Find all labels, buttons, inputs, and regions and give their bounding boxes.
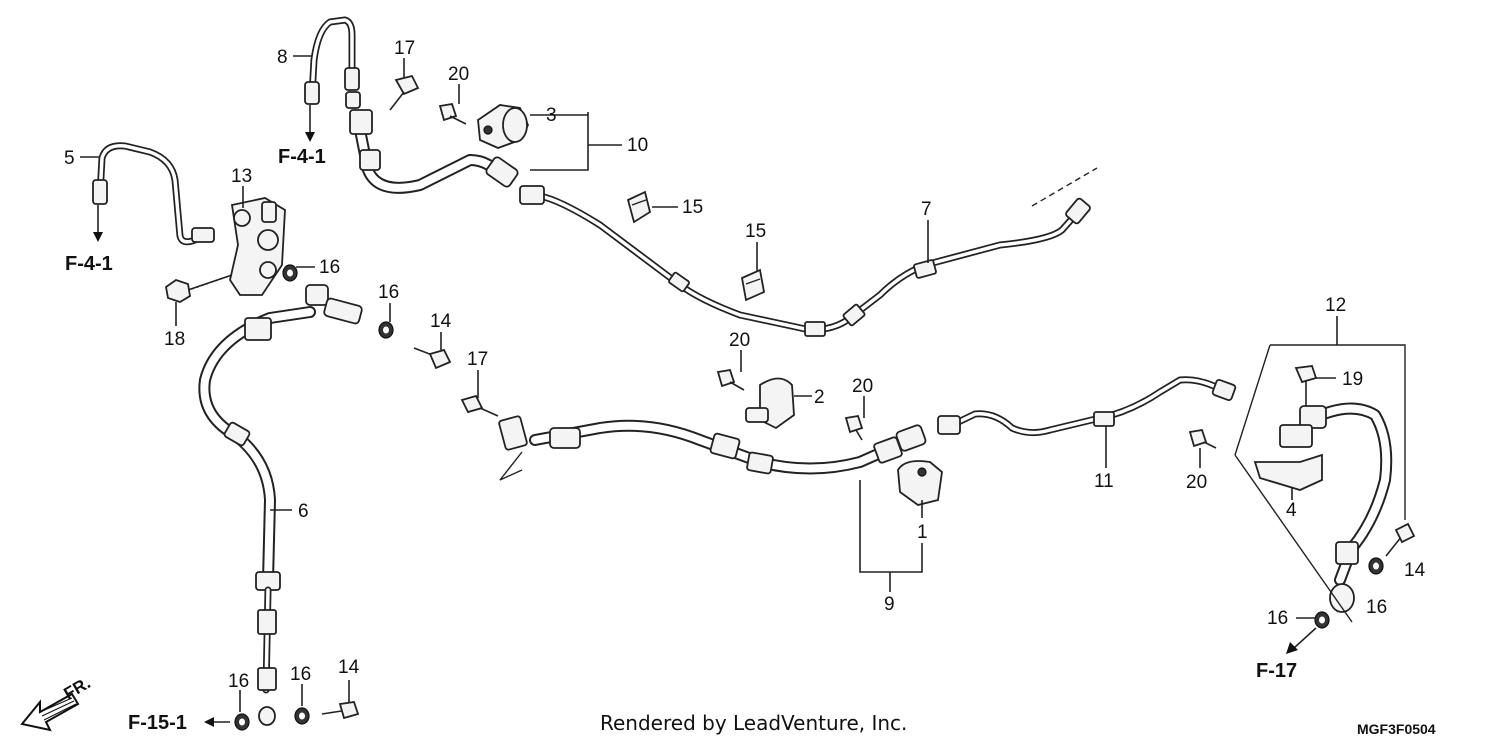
joint-3[interactable] [477,104,530,149]
washer-16b[interactable] [378,321,394,339]
bolt-18[interactable] [165,274,233,303]
part-label-14[interactable]: 14 [1404,560,1426,581]
diagram-code: MGF3F0504 [1357,721,1436,737]
part-label-16[interactable]: 16 [1366,597,1387,618]
render-credit: Rendered by LeadVenture, Inc. [600,711,907,735]
part-label-20[interactable]: 20 [729,330,750,351]
part-label-7[interactable]: 7 [921,199,932,220]
part-label-17[interactable]: 17 [394,38,415,59]
bolt-17-top[interactable] [389,74,420,111]
ref-f17[interactable]: F-17 [1256,660,1297,682]
bolt-17-middle[interactable] [460,394,499,417]
ref-f41-top[interactable]: F-4-1 [278,146,326,168]
bolt-14-bottom[interactable] [321,701,360,720]
brake-hose-6[interactable] [198,284,363,726]
brake-hose-9[interactable] [498,415,927,475]
bracket-4[interactable] [1253,424,1323,491]
part-label-20[interactable]: 20 [852,376,873,397]
part-label-18[interactable]: 18 [164,329,185,350]
bracket-outline-12 [1270,344,1406,520]
ref-f41-left[interactable]: F-4-1 [65,253,113,275]
part-label-12[interactable]: 12 [1325,295,1346,316]
part-label-8[interactable]: 8 [277,47,288,68]
bolt-20d[interactable] [1188,428,1217,449]
part-label-16[interactable]: 16 [1267,608,1288,629]
part-label-15[interactable]: 15 [745,221,766,242]
washer-16c[interactable] [234,713,250,731]
leader-lines [80,55,1338,712]
part-label-2[interactable]: 2 [814,387,825,408]
part-labels: 8 17 20 3 10 5 13 15 15 7 16 18 16 14 17… [64,38,1426,692]
part-label-14[interactable]: 14 [338,657,360,678]
bolt-14-middle[interactable] [413,347,452,370]
three-way-joint-13[interactable] [229,197,286,296]
part-label-10[interactable]: 10 [627,135,648,156]
clamp-1[interactable] [897,460,943,506]
figure-references: F-4-1 F-4-1 F-15-1 F-17 [65,146,1297,734]
part-label-3[interactable]: 3 [546,105,557,126]
part-label-20[interactable]: 20 [448,64,469,85]
part-label-16[interactable]: 16 [228,671,249,692]
part-label-17[interactable]: 17 [467,349,488,370]
part-label-6[interactable]: 6 [298,501,309,522]
reference-arrows [93,105,1317,727]
clamp-15b[interactable] [740,268,766,302]
clamp-2[interactable] [745,377,795,430]
part-label-4[interactable]: 4 [1286,500,1297,521]
bolt-20c[interactable] [844,414,864,441]
bolt-20a[interactable] [438,102,467,125]
washer-16d[interactable] [294,707,310,725]
brake-hose-10[interactable] [349,109,519,194]
brake-pipe-7[interactable] [519,185,1091,337]
brake-hose-12[interactable] [1299,402,1393,613]
part-label-5[interactable]: 5 [64,148,75,169]
brake-pipe-8[interactable] [304,16,361,109]
part-label-15[interactable]: 15 [682,197,703,218]
part-label-11[interactable]: 11 [1094,471,1114,492]
part-label-14[interactable]: 14 [430,311,452,332]
part-label-16[interactable]: 16 [290,664,311,685]
washer-16e[interactable] [1368,557,1384,575]
ref-f151[interactable]: F-15-1 [128,712,187,734]
part-label-20[interactable]: 20 [1186,472,1207,493]
bracket-outline-12b [1234,344,1271,456]
brake-pipe-11[interactable] [937,376,1237,437]
part-label-9[interactable]: 9 [884,594,895,615]
part-label-16[interactable]: 16 [378,282,399,303]
dashed-guide-hose-9 [499,451,523,481]
bolt-20b[interactable] [716,368,745,391]
bolt-19[interactable] [1294,365,1318,406]
brake-pipe-5[interactable] [92,142,215,246]
part-label-19[interactable]: 19 [1342,369,1363,390]
part-label-13[interactable]: 13 [231,166,252,187]
front-direction-arrow: FR. [20,673,94,732]
part-label-16[interactable]: 16 [319,257,340,278]
bolt-14-right[interactable] [1385,522,1416,557]
dashed-guide-line [1031,167,1098,207]
clamp-15a[interactable] [626,190,652,224]
washer-16f[interactable] [1314,611,1330,629]
part-label-1[interactable]: 1 [917,522,928,543]
washer-16a[interactable] [282,264,298,282]
bracket-outline-12c [1234,454,1353,623]
